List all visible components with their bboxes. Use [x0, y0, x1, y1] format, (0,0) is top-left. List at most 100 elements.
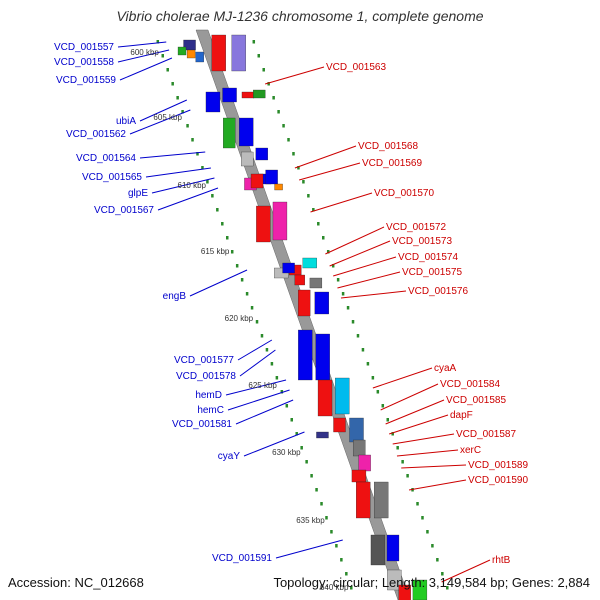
gene-block[interactable]	[282, 262, 295, 274]
tick-dot	[302, 180, 305, 184]
gene-label-left[interactable]: VCD_001562	[66, 129, 126, 140]
gene-label-left[interactable]: VCD_001591	[212, 553, 272, 564]
gene-label-right[interactable]: rhtB	[492, 555, 511, 566]
gene-block[interactable]	[256, 205, 271, 243]
gene-block[interactable]	[398, 584, 411, 600]
gene-label-right[interactable]: VCD_001574	[398, 252, 458, 263]
gene-label-right[interactable]: VCD_001589	[468, 460, 528, 471]
gene-block[interactable]	[297, 289, 311, 317]
gene-block[interactable]	[255, 147, 268, 161]
gene-label-left[interactable]: VCD_001581	[172, 419, 232, 430]
gene-block[interactable]	[412, 579, 428, 600]
gene-label-right[interactable]: VCD_001563	[326, 62, 386, 73]
tick-dot	[426, 530, 429, 534]
tick-dot	[350, 586, 353, 590]
tick-dot	[396, 446, 399, 450]
gene-features[interactable]	[177, 34, 428, 600]
tick-dot	[431, 544, 434, 548]
gene-block[interactable]	[177, 46, 187, 56]
tick-dot	[336, 278, 340, 282]
gene-block[interactable]	[294, 274, 305, 286]
tick-dot	[297, 166, 300, 170]
gene-block[interactable]	[358, 454, 371, 472]
gene-block[interactable]	[374, 481, 389, 519]
gene-label-right[interactable]: VCD_001572	[386, 222, 446, 233]
tick-dot	[421, 516, 424, 520]
gene-block[interactable]	[309, 277, 323, 289]
leader-line	[294, 145, 357, 169]
tick-dot	[275, 376, 279, 380]
gene-block[interactable]	[298, 329, 313, 381]
gene-label-right[interactable]: VCD_001585	[446, 395, 506, 406]
gene-label-right[interactable]: VCD_001584	[440, 379, 500, 390]
kbp-label: 610 kbp	[178, 181, 207, 190]
gene-block[interactable]	[222, 87, 237, 103]
gene-label-left[interactable]: VCD_001565	[82, 172, 142, 183]
gene-label-left[interactable]: VCD_001564	[76, 153, 136, 164]
gene-block[interactable]	[223, 117, 236, 149]
tick-dot	[305, 460, 308, 464]
gene-label-left[interactable]: VCD_001558	[54, 57, 114, 68]
gene-block[interactable]	[195, 51, 204, 63]
tick-dot	[255, 320, 259, 324]
tick-dot	[211, 194, 214, 198]
gene-block[interactable]	[386, 534, 400, 562]
gene-block[interactable]	[314, 291, 329, 315]
gene-block[interactable]	[349, 417, 364, 443]
gene-block[interactable]	[265, 169, 278, 185]
gene-block[interactable]	[302, 257, 317, 269]
gene-block[interactable]	[253, 89, 266, 99]
gene-block[interactable]	[241, 151, 254, 167]
gene-block[interactable]	[231, 34, 246, 72]
gene-label-right[interactable]: VCD_001570	[374, 188, 434, 199]
gene-label-right[interactable]: cyaA	[434, 363, 457, 374]
gene-block[interactable]	[211, 34, 226, 72]
gene-label-left[interactable]: hemC	[197, 405, 224, 416]
gene-label-left[interactable]: VCD_001559	[56, 75, 116, 86]
gene-block[interactable]	[274, 183, 283, 191]
gene-block[interactable]	[387, 569, 402, 591]
gene-block[interactable]	[250, 173, 264, 189]
tick-dot	[446, 586, 449, 590]
gene-label-right[interactable]: xerC	[460, 445, 481, 456]
gene-block[interactable]	[356, 481, 371, 519]
gene-label-left[interactable]: ubiA	[116, 116, 136, 127]
leader-line	[385, 399, 445, 425]
gene-label-left[interactable]: engB	[163, 291, 187, 302]
gene-block[interactable]	[317, 379, 333, 417]
gene-block[interactable]	[272, 201, 288, 241]
gene-block[interactable]	[351, 469, 367, 483]
gene-block[interactable]	[353, 439, 366, 457]
gene-block[interactable]	[316, 431, 329, 439]
gene-label-right[interactable]: dapF	[450, 410, 473, 421]
leader-line	[441, 559, 491, 583]
gene-label-right[interactable]: VCD_001575	[402, 267, 462, 278]
gene-label-right[interactable]: VCD_001568	[358, 141, 418, 152]
gene-block[interactable]	[370, 534, 386, 566]
gene-block[interactable]	[186, 49, 196, 59]
gene-block[interactable]	[315, 333, 330, 381]
gene-label-left[interactable]: VCD_001567	[94, 205, 154, 216]
gene-label-left[interactable]: glpE	[128, 188, 148, 199]
gene-block[interactable]	[241, 91, 255, 99]
gene-label-right[interactable]: VCD_001587	[456, 429, 516, 440]
gene-label-right[interactable]: VCD_001569	[362, 158, 422, 169]
gene-label-left[interactable]: VCD_001557	[54, 42, 114, 53]
tick-dot	[287, 138, 290, 142]
gene-label-right[interactable]: VCD_001590	[468, 475, 528, 486]
gene-label-right[interactable]: VCD_001576	[408, 286, 468, 297]
gene-block[interactable]	[239, 117, 254, 147]
gene-block[interactable]	[205, 91, 221, 113]
tick-dots	[156, 40, 449, 590]
leader-line	[337, 271, 401, 289]
leader-line	[227, 389, 290, 411]
gene-label-left[interactable]: VCD_001578	[176, 371, 236, 382]
tick-dot	[235, 264, 239, 268]
gene-block[interactable]	[333, 417, 346, 433]
gene-label-right[interactable]: VCD_001573	[392, 236, 452, 247]
gene-label-left[interactable]: hemD	[195, 390, 222, 401]
gene-block[interactable]	[335, 377, 350, 415]
gene-label-left[interactable]: cyaY	[218, 451, 241, 462]
gene-label-left[interactable]: VCD_001577	[174, 355, 234, 366]
